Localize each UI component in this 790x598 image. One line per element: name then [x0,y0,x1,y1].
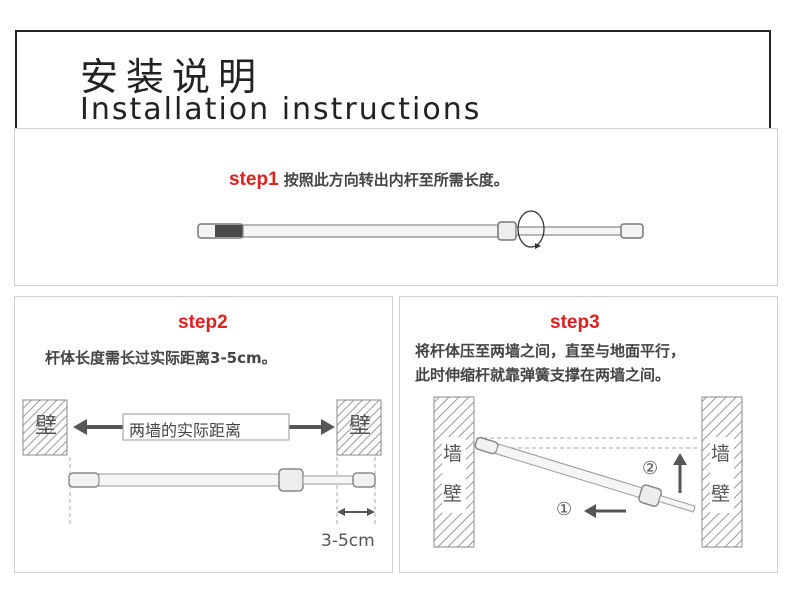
right-wall-char-top: 墙 [711,443,731,465]
step1-rod-illustration [197,210,644,249]
step2-illustration [22,399,382,525]
step1-heading: step1 按照此方向转出内杆至所需长度。 [229,169,509,191]
page-title-cn: 安装说明 [80,55,265,99]
left-wall-char: 壁 [35,414,58,439]
step2-panel: step2 杆体长度需长过实际距离3-5cm。 [14,296,393,573]
step3-illustration [433,396,743,548]
marker-2: ② [642,458,659,479]
right-wall-char: 壁 [349,414,372,439]
step2-text: 杆体长度需长过实际距离3-5cm。 [45,349,277,367]
step1-panel: step1 按照此方向转出内杆至所需长度。 [14,128,778,286]
title-box: 安装说明 Installation instructions [15,30,771,143]
step3-text-line2: 此时伸缩杆就靠弹簧支撑在两墙之间。 [415,366,671,384]
step1-label: step1 [229,169,279,190]
measure-label: 3-5cm [321,531,375,551]
step3-panel: step3 将杆体压至两墙之间，直至与地面平行， 此时伸缩杆就靠弹簧支撑在两墙之… [399,296,778,573]
step3-label: step3 [550,312,600,333]
step3-text-line1: 将杆体压至两墙之间，直至与地面平行， [415,342,686,360]
right-wall-char-bottom: 壁 [711,483,731,505]
marker-1: ① [556,499,573,520]
left-wall-char-bottom: 壁 [443,483,463,505]
left-wall-char-top: 墙 [443,443,463,465]
step2-label: step2 [178,312,228,333]
page-title-en: Installation instructions [80,92,482,127]
step1-text: 按照此方向转出内杆至所需长度。 [283,171,509,189]
distance-label: 两墙的实际距离 [129,421,242,440]
